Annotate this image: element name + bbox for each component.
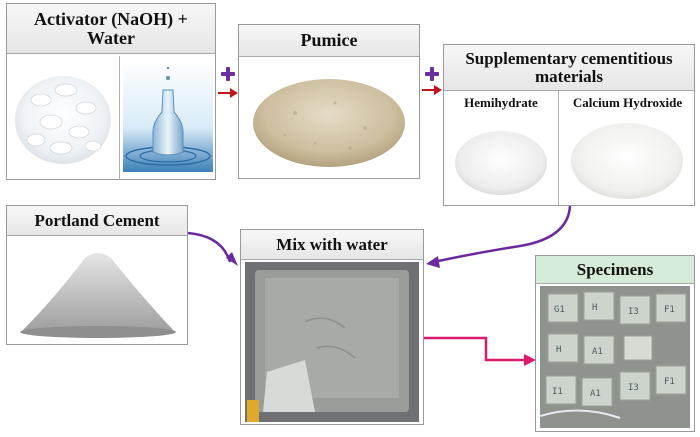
portland-cement-image — [13, 240, 183, 340]
specimen-cube — [655, 365, 687, 395]
arrow-head — [524, 354, 536, 366]
specimen-cube-label: I3 — [628, 383, 639, 393]
pumice-box: Pumice — [238, 24, 420, 179]
portland-box: Portland Cement — [6, 205, 188, 345]
specimen-cube — [581, 377, 613, 407]
specimen-cube-label: A1 — [590, 389, 601, 399]
specimen-cube — [547, 333, 579, 363]
specimen-cube-label: G1 — [554, 305, 565, 315]
hemihydrate-powder-image — [450, 115, 552, 201]
water-bottle-image — [123, 60, 213, 172]
specimen-cube-label: F1 — [664, 377, 675, 387]
specimen-cube — [583, 335, 615, 365]
specimen-cube — [547, 293, 579, 323]
specimen-cube — [619, 295, 651, 325]
arrow-head — [426, 256, 440, 268]
mix-box: Mix with water — [240, 229, 424, 425]
mix-title: Mix with water — [241, 230, 423, 260]
scm-item-hemihydrate-label: Hemihydrate — [464, 95, 538, 110]
scm-box: Supplementary cementitious materials Hem… — [443, 44, 695, 206]
specimen-cube-label: I1 — [552, 387, 563, 397]
arrow-right-icon — [218, 85, 238, 98]
scm-to-mix-arrow — [433, 205, 572, 264]
pumice-powder-image — [245, 63, 413, 175]
scm-item-calcium-hydroxide-label: Calcium Hydroxide — [572, 95, 683, 110]
activator-box: Activator (NaOH) + Water — [6, 3, 216, 180]
specimen-cube — [545, 375, 577, 405]
specimen-cube — [655, 293, 687, 323]
specimen-cubes-image: G1 H I3 F1 H A1 I1 A1 I3 F1 — [540, 286, 690, 428]
specimen-cube — [583, 291, 615, 321]
arrow-right-icon — [422, 82, 442, 95]
specimen-cube-label: H — [556, 345, 561, 355]
specimen-cube-label: F1 — [664, 305, 675, 315]
activator-title: Activator (NaOH) + Water — [7, 4, 215, 54]
calcium-hydroxide-powder-image — [564, 109, 690, 203]
specimen-cube-label: A1 — [592, 347, 603, 357]
mixed-paste-tray-image — [245, 262, 419, 422]
arrow-head — [226, 252, 238, 266]
activator-divider — [119, 56, 120, 180]
scm-divider — [558, 91, 559, 205]
plus-icon — [424, 66, 440, 82]
specimen-cube — [619, 371, 651, 401]
portland-to-mix-arrow — [187, 231, 232, 263]
pumice-title: Pumice — [239, 25, 419, 57]
specimen-cube-label: H — [592, 303, 597, 313]
portland-title: Portland Cement — [7, 206, 187, 236]
specimen-cube-label: I3 — [628, 307, 639, 317]
mix-to-specimens-arrow — [424, 336, 528, 362]
naoh-pellets-image — [11, 60, 115, 172]
specimens-box: Specimens G1 H I3 F1 H — [535, 255, 695, 432]
specimens-title: Specimens — [536, 256, 694, 284]
plus-icon — [220, 66, 236, 82]
scm-title: Supplementary cementitious materials — [444, 45, 694, 91]
